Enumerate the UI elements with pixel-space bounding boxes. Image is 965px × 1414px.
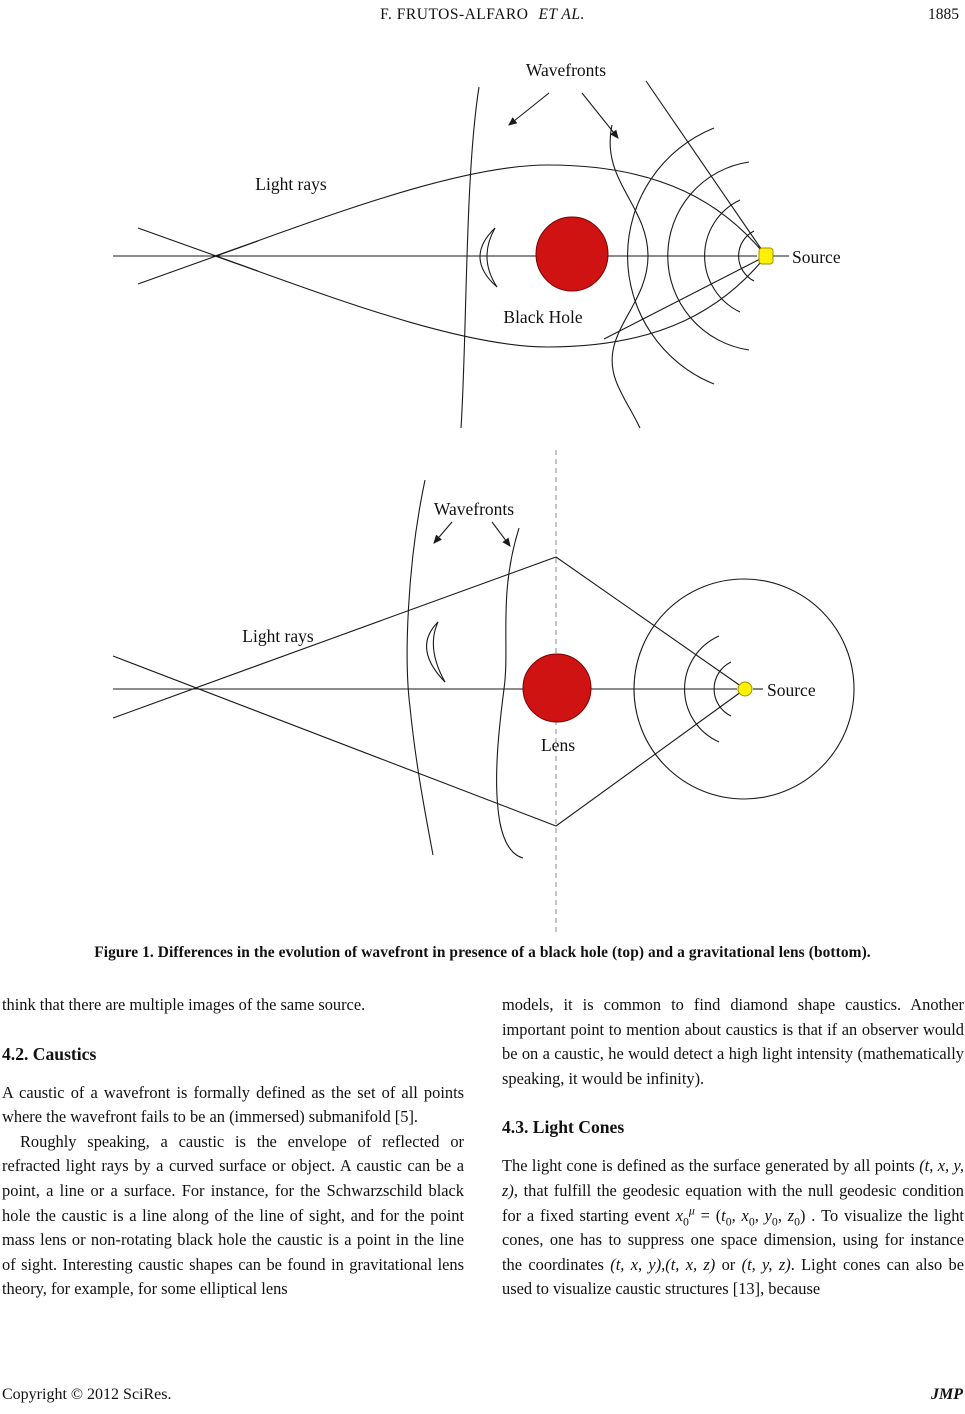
left-column: think that there are multiple images of … [2,993,464,1302]
top-wavefront-distorted [609,124,649,429]
journal-abbreviation: JMP [931,1386,963,1403]
bottom-diagram-labels: Wavefronts Light rays Lens Source [242,499,816,755]
figure-caption: Figure 1. Differences in the evolution o… [94,944,871,961]
paragraph: A caustic of a wavefront is formally def… [2,1082,464,1127]
bottom-light-ray-upper [112,556,746,719]
copyright-text: Copyright © 2012 SciRes. [2,1386,172,1403]
running-head: F. FRUTOS-ALFARO ET AL. 1885 [0,6,965,28]
lens-label: Lens [541,735,575,755]
page-footer: Copyright © 2012 SciRes. JMP [0,1386,965,1410]
black-hole-label: Black Hole [503,307,582,327]
top-source-ray-lower [603,255,767,340]
bottom-light-rays-label: Light rays [242,626,314,646]
paragraph: Roughly speaking, a caustic is the envel… [2,1131,464,1299]
paragraph-with-math: The light cone is defined as the surface… [502,1156,964,1299]
top-source-marker [758,247,774,265]
top-light-rays-label: Light rays [255,174,327,194]
bottom-wavefront-circle [633,578,855,800]
paragraph: models, it is common to find diamond sha… [502,995,964,1088]
top-wavefront-tall-arc [460,86,480,429]
top-wavefront-cusp-left [479,227,498,288]
top-diagram-labels: Wavefronts Light rays Black Hole Source [255,60,841,327]
top-light-ray-lower [214,255,767,348]
bottom-wavefront-arc-r58 [684,635,720,743]
bottom-source-label: Source [767,680,816,700]
page-number: 1885 [928,6,959,23]
top-wavefront-arc-r95 [667,161,750,351]
bottom-wavefront-cusp-right [432,621,446,683]
top-diagram-lines [113,80,789,429]
bottom-wavefront-wavy [496,527,524,859]
top-wavefronts-arrow-left [508,92,550,126]
top-wavefront-arc-r62 [704,199,741,313]
bottom-light-ray-lower [112,655,746,827]
section-heading-caustics: 4.2. Caustics [2,1043,97,1064]
bottom-wavefronts-arrow-left [433,521,453,544]
black-hole-disk [535,216,609,292]
top-wavefronts-arrow-right [581,92,619,139]
right-column: models, it is common to find diamond sha… [502,993,964,1302]
top-wavefront-arc-r28 [738,230,755,282]
bottom-wavefront-arc-r30 [713,661,732,717]
figure-1-diagram: Wavefronts Light rays Black Hole Source [112,60,855,933]
bottom-wavefronts-arrow-right [491,521,511,547]
top-light-ray-upper [214,164,767,257]
top-source-label: Source [792,247,841,267]
author-names: F. FRUTOS-ALFARO [380,6,529,23]
top-wavefront-cusp-right [486,227,498,288]
top-wavefront-arc-r138 [627,127,715,385]
top-wavefronts-label: Wavefronts [526,60,606,80]
paragraph: think that there are multiple images of … [2,995,366,1014]
bottom-wavefronts-label: Wavefronts [434,499,514,519]
bottom-wavefront-tall-arc [406,479,434,856]
bottom-wavefront-cusp-left [425,621,446,683]
section-heading-light-cones: 4.3. Light Cones [502,1117,625,1138]
running-head-title: F. FRUTOS-ALFARO ET AL. [0,6,965,24]
etal-text: ET AL. [538,6,585,23]
bottom-diagram-lines [112,479,855,859]
bottom-source-marker [737,681,753,697]
top-source-ray-upper [645,80,767,257]
lens-disk [522,653,592,723]
